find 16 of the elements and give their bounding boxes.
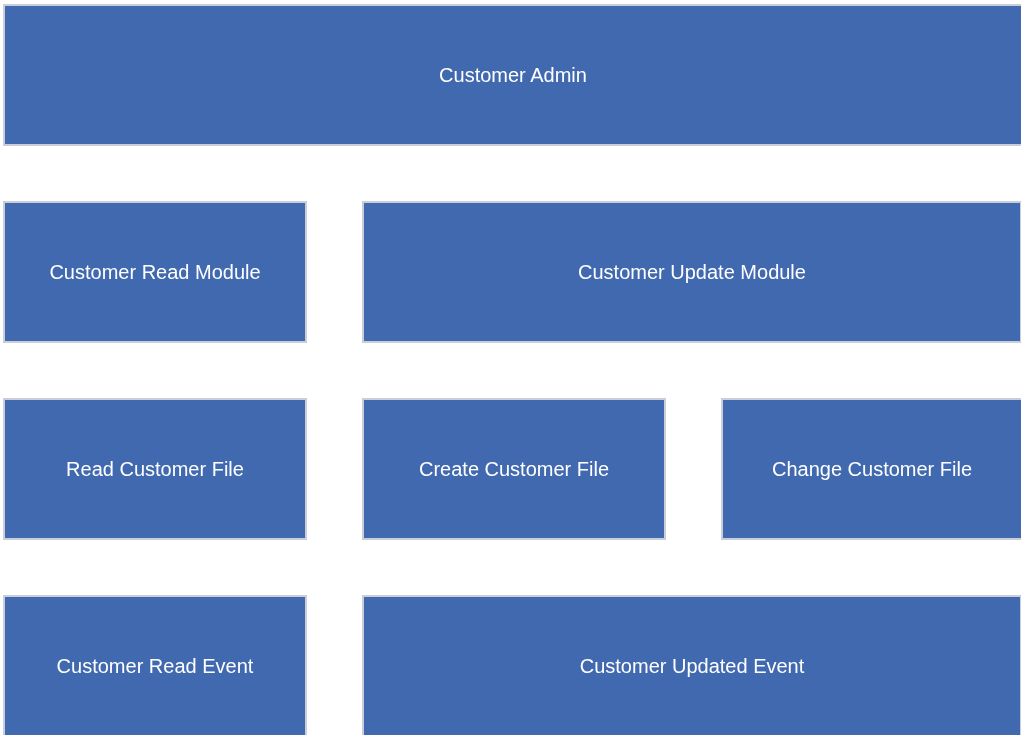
module-box (721, 398, 1021, 540)
module-box (3, 201, 307, 343)
box-label: Customer Admin (439, 63, 587, 87)
box-label: Customer Read Module (49, 260, 261, 284)
module-box (362, 398, 666, 540)
module-box (362, 201, 1021, 343)
module-box (3, 4, 1021, 146)
module-box (362, 595, 1021, 735)
box-label: Change Customer File (771, 457, 973, 481)
box-label: Customer Read Event (56, 654, 254, 678)
module-box (3, 595, 307, 735)
box-label: Create Customer File (418, 457, 610, 481)
box-label: Read Customer File (66, 457, 244, 481)
box-label: Customer Updated Event (579, 654, 805, 678)
box-label: Customer Update Module (578, 260, 806, 284)
module-box (3, 398, 307, 540)
